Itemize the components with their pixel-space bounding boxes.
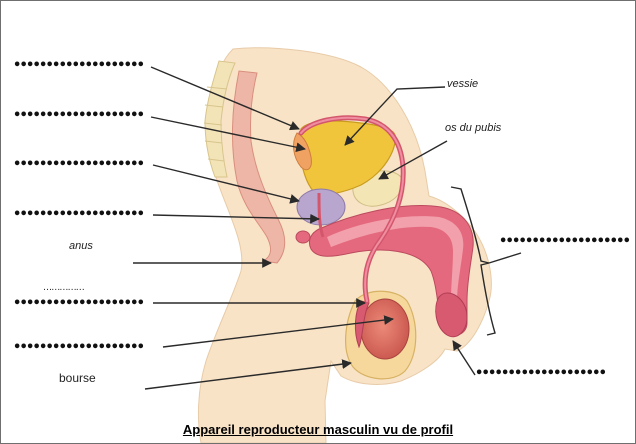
cowper-gland: [296, 231, 310, 243]
blank-label-short: ……………: [43, 284, 84, 293]
label-os-du-pubis: os du pubis: [445, 123, 501, 134]
label-anus: anus: [69, 241, 93, 252]
label-vessie: vessie: [447, 79, 478, 90]
blank-label-5: ••••••••••••••••••••: [13, 297, 143, 310]
blank-label-6: ••••••••••••••••••••: [13, 341, 143, 354]
testicle: [361, 299, 409, 359]
bracket-leader: [489, 253, 521, 263]
label-bourse: bourse: [59, 372, 96, 384]
blank-label-2: ••••••••••••••••••••: [13, 109, 143, 122]
blank-label-4: ••••••••••••••••••••: [13, 208, 143, 221]
blank-label-8: ••••••••••••••••••••: [475, 367, 605, 380]
figure-caption: Appareil reproducteur masculin vu de pro…: [1, 422, 635, 437]
blank-label-7: ••••••••••••••••••••: [499, 235, 629, 248]
blank-label-3: ••••••••••••••••••••: [13, 158, 143, 171]
blank-label-1: ••••••••••••••••••••: [13, 59, 143, 72]
